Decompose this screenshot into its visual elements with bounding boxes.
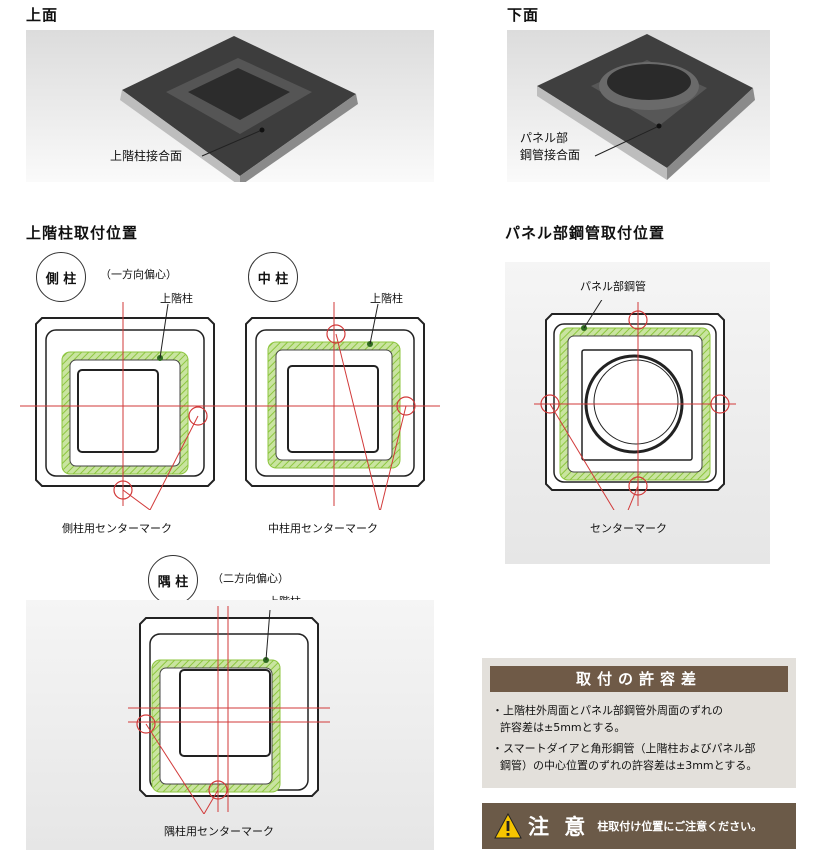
- center-column-label: 上階柱: [370, 292, 403, 305]
- bottom-view-title: 下面: [507, 6, 540, 24]
- tolerance-title: 取付の許容差: [490, 666, 788, 692]
- panel-diagram: [534, 300, 736, 510]
- panel-diagram-caption: センターマーク: [590, 522, 667, 535]
- top-plate-illustration: [120, 36, 358, 186]
- corner-column-diagram: [128, 606, 330, 814]
- tolerance-box: 取付の許容差 ・上階柱外周面とパネル部鋼管外周面のずれの 許容差は±5mmとする…: [482, 658, 796, 788]
- bottom-view-photo: [507, 30, 770, 182]
- caution-text: 柱取付け位置にご注意ください。: [597, 820, 763, 833]
- corner-column-note: （二方向偏心）: [212, 572, 289, 585]
- bottom-plate-illustration: [537, 34, 755, 180]
- caution-title: 注 意: [528, 815, 590, 839]
- tolerance-line-4: 鋼管）の中心位置のずれの許容差は±3mmとする。: [500, 759, 758, 772]
- side-column-diagram: [20, 302, 230, 510]
- side-column-label: 上階柱: [160, 292, 193, 305]
- side-column-badge: 側 柱: [36, 252, 86, 302]
- bottom-view-callout-1: パネル部: [520, 131, 569, 145]
- top-view-photo: [26, 30, 434, 186]
- center-column-diagram: [230, 302, 440, 510]
- tolerance-line-3: ・スマートダイアと角形鋼管（上階柱およびパネル部: [492, 742, 756, 755]
- side-column-note: （一方向偏心）: [100, 268, 177, 281]
- corner-column-caption: 隅柱用センターマーク: [164, 825, 274, 838]
- center-column-badge: 中 柱: [248, 252, 298, 302]
- corner-column-badge: 隅 柱: [148, 555, 198, 605]
- upper-column-section-title: 上階柱取付位置: [26, 224, 139, 242]
- top-view-callout: 上階柱接合面: [110, 149, 183, 163]
- tolerance-line-2: 許容差は±5mmとする。: [500, 721, 626, 734]
- caution-banner: 注 意 柱取付け位置にご注意ください。: [482, 803, 796, 849]
- bottom-view-callout-2: 鋼管接合面: [520, 148, 581, 162]
- center-column-caption: 中柱用センターマーク: [268, 522, 378, 535]
- tolerance-line-1: ・上階柱外周面とパネル部鋼管外周面のずれの: [492, 704, 723, 717]
- top-view-title: 上面: [26, 6, 59, 24]
- panel-section-title: パネル部鋼管取付位置: [505, 224, 666, 242]
- side-column-caption: 側柱用センターマーク: [62, 522, 172, 535]
- warning-icon: [494, 813, 522, 839]
- panel-diagram-label: パネル部鋼管: [580, 280, 646, 293]
